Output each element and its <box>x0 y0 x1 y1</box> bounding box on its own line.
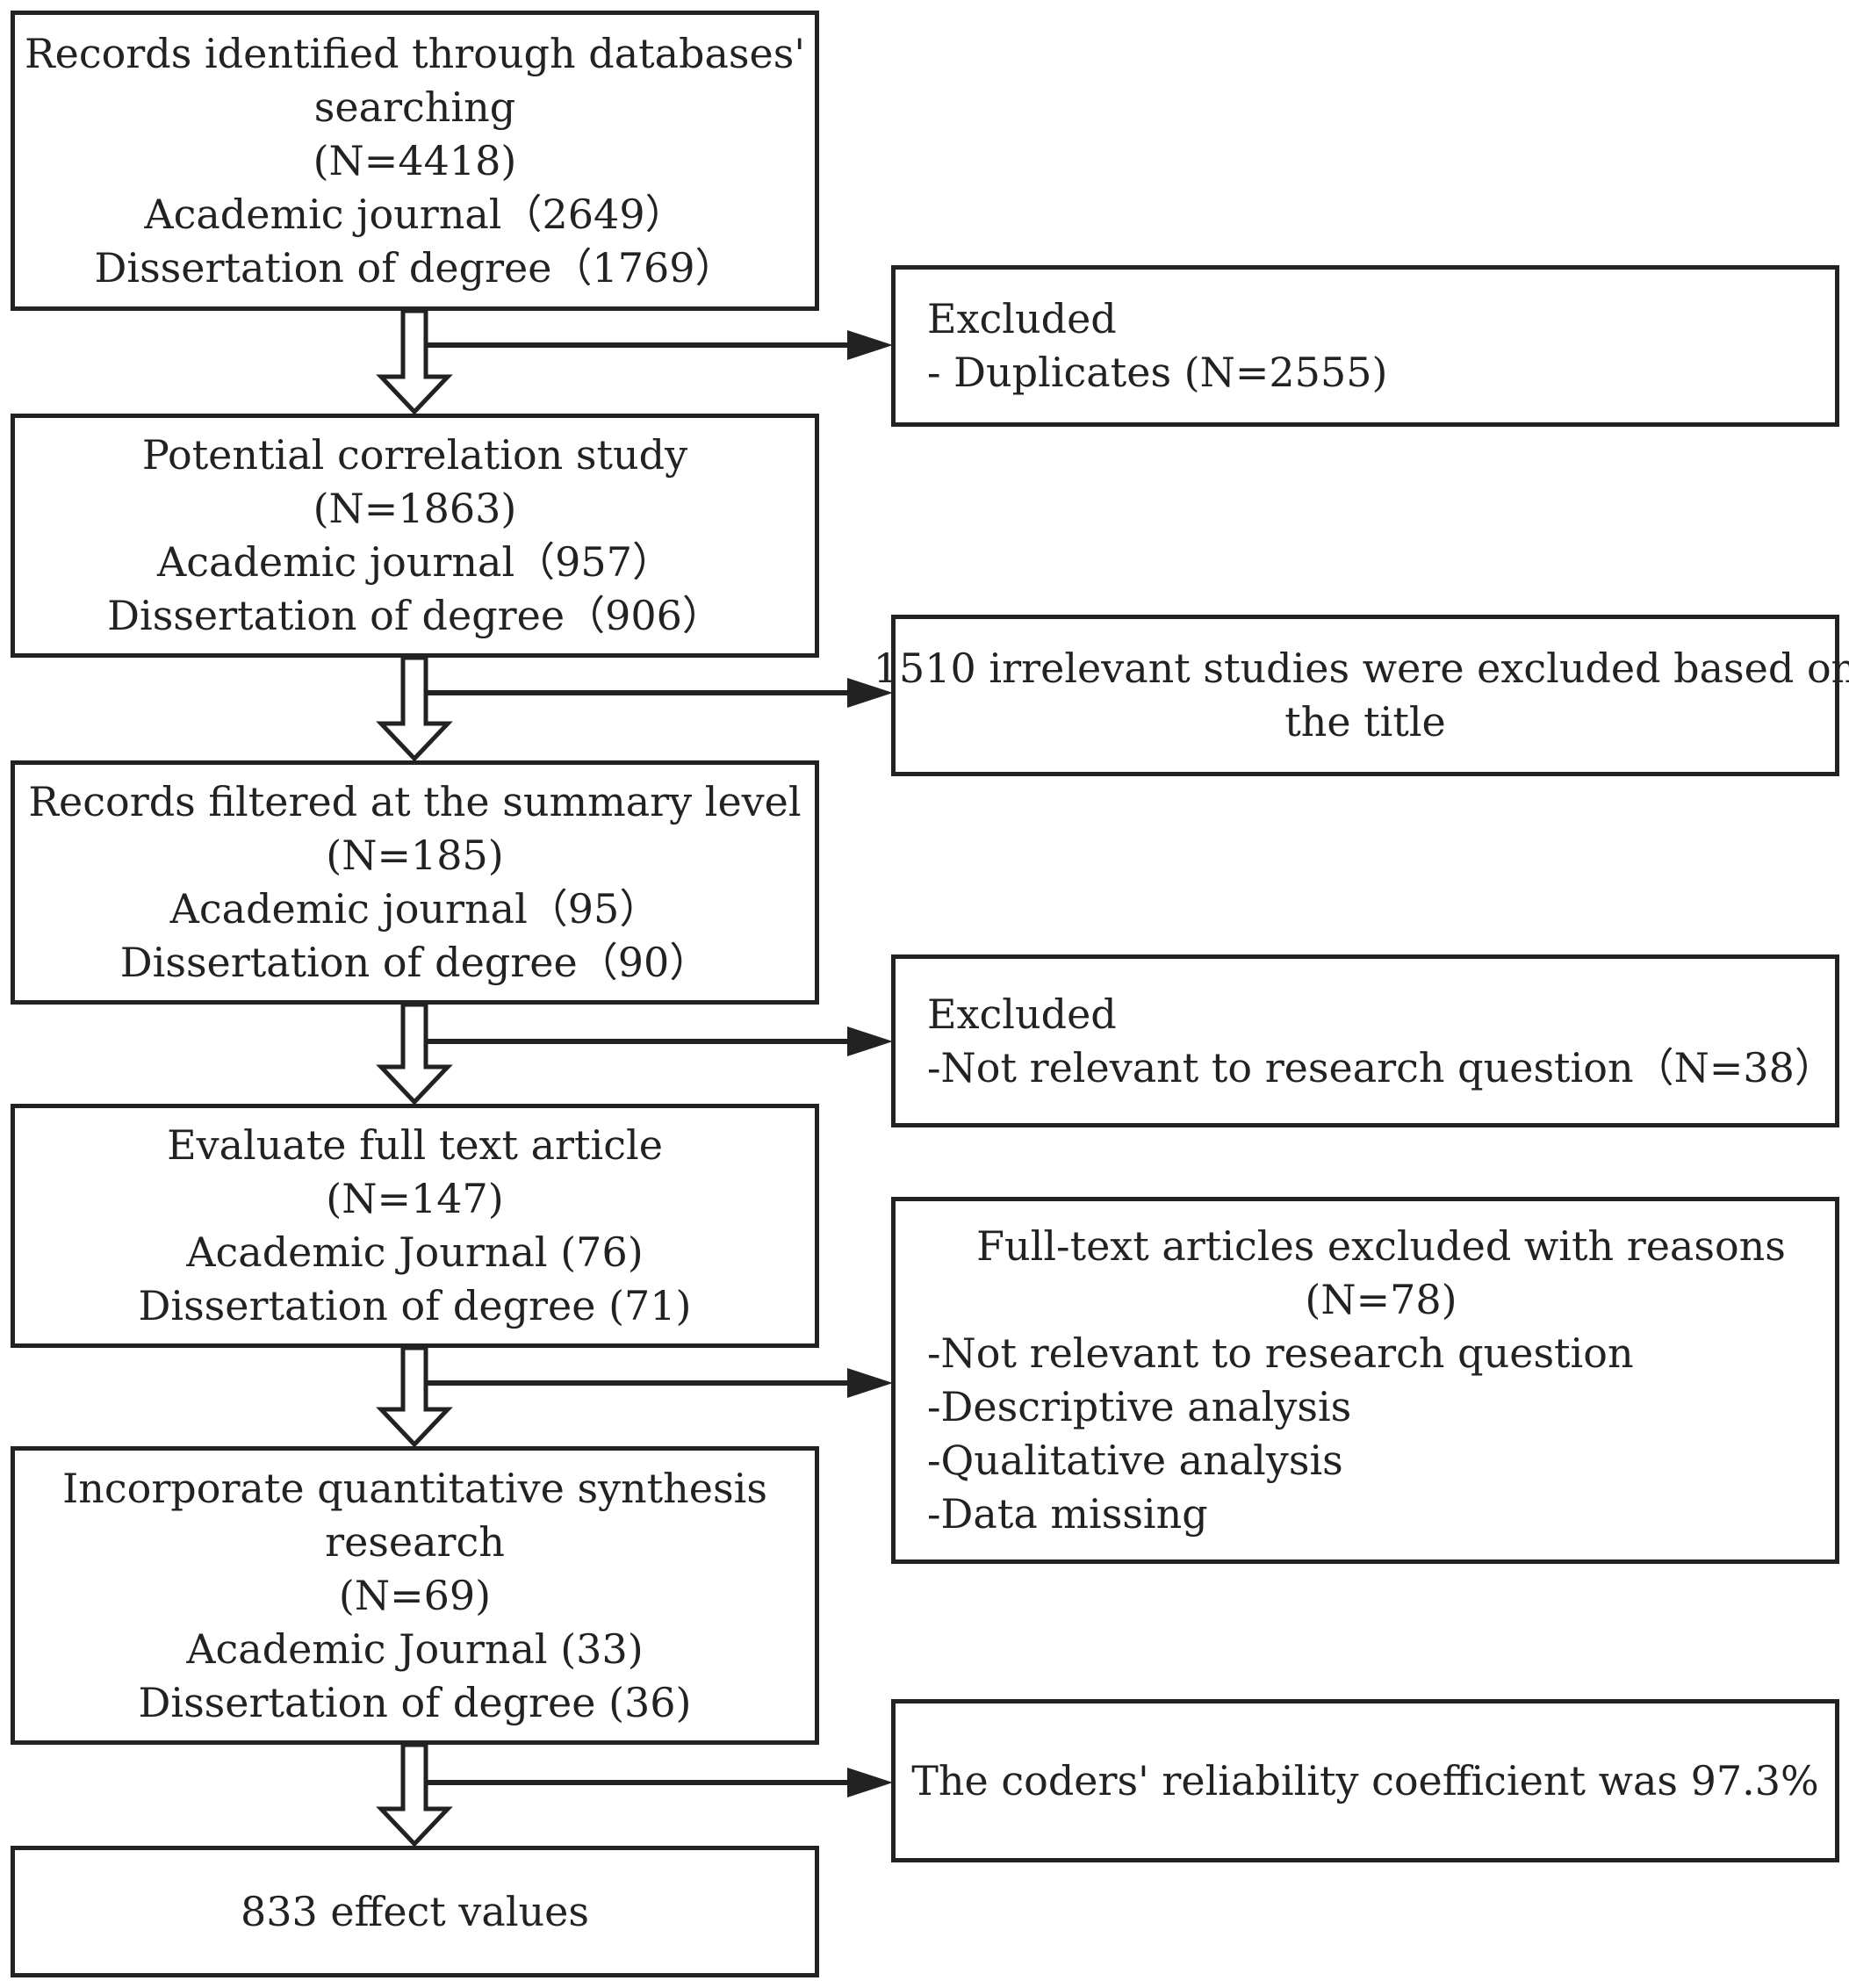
stage-line: Evaluate full text article <box>167 1121 663 1169</box>
stage-line: Dissertation of degree（1769） <box>94 243 736 292</box>
stage-box-effects: 833 effect values <box>11 1846 819 1977</box>
stage-box-fulltext: Evaluate full text article (N=147) Acade… <box>11 1104 819 1348</box>
stage-line: Potential correlation study <box>141 431 688 479</box>
stage-count: (N=4418) <box>313 136 517 184</box>
exclusion-line: -Descriptive analysis <box>927 1383 1352 1430</box>
exclusion-line: Excluded <box>927 990 1117 1038</box>
down-arrow-icon <box>376 1345 453 1448</box>
exclusion-box-reliability: The coders' reliability coefficient was … <box>891 1699 1839 1862</box>
stage-line: Dissertation of degree (71) <box>138 1282 692 1329</box>
stage-line: searching <box>313 83 516 131</box>
down-arrow-icon <box>376 1742 453 1848</box>
exclusion-line: the title <box>1284 698 1446 746</box>
stage-line: Academic Journal (76) <box>186 1228 644 1276</box>
exclusion-line: -Data missing <box>927 1490 1208 1538</box>
exclusion-line: 1510 irrelevant studies were excluded ba… <box>873 645 1849 692</box>
stage-count: (N=185) <box>326 832 504 879</box>
exclusion-box-duplicates: Excluded - Duplicates (N=2555) <box>891 265 1839 427</box>
exclusion-line: -Not relevant to research question（N=38） <box>927 1043 1835 1091</box>
stage-count: (N=69) <box>338 1571 492 1619</box>
stage-count: (N=1863) <box>313 485 517 532</box>
stage-box-synthesis: Incorporate quantitative synthesis resea… <box>11 1446 819 1745</box>
exclusion-line: -Qualitative analysis <box>927 1437 1343 1484</box>
right-arrowhead-icon <box>847 1368 893 1398</box>
stage-line: Dissertation of degree（906） <box>107 592 723 639</box>
stage-line: Academic journal（95） <box>169 885 660 933</box>
stage-line: Dissertation of degree（90） <box>119 939 710 986</box>
stage-line: Academic Journal (33) <box>186 1624 644 1673</box>
stage-box-identified: Records identified through databases' se… <box>11 11 819 311</box>
right-arrowhead-icon <box>847 678 893 708</box>
stage-count: (N=147) <box>326 1175 504 1222</box>
down-arrow-icon <box>376 1002 453 1106</box>
exclusion-line: Full-text articles excluded with reasons <box>976 1222 1786 1270</box>
exclusion-box-not-relevant: Excluded -Not relevant to research quest… <box>891 954 1839 1127</box>
exclusion-box-reasons: Full-text articles excluded with reasons… <box>891 1197 1839 1564</box>
stage-box-summary: Records filtered at the summary level (N… <box>11 760 819 1005</box>
stage-line: Records filtered at the summary level <box>28 778 802 825</box>
right-arrowhead-icon <box>847 330 893 360</box>
stage-line: 833 effect values <box>241 1887 589 1935</box>
stage-line: Academic journal（957） <box>157 538 673 586</box>
stage-line: Incorporate quantitative synthesis <box>62 1464 767 1512</box>
stage-line: Academic journal（2649） <box>144 190 686 238</box>
stage-line: research <box>325 1517 505 1566</box>
stage-box-potential: Potential correlation study (N=1863) Aca… <box>11 414 819 658</box>
down-arrow-icon <box>376 655 453 762</box>
exclusion-line: The coders' reliability coefficient was … <box>911 1756 1819 1804</box>
exclusion-line: Excluded <box>927 295 1117 342</box>
exclusion-count: (N=78) <box>1305 1276 1457 1323</box>
exclusion-line: -Not relevant to research question <box>927 1329 1634 1377</box>
down-arrow-icon <box>376 308 453 415</box>
exclusion-box-title: 1510 irrelevant studies were excluded ba… <box>874 615 1849 776</box>
stage-line: Records identified through databases' <box>24 29 805 77</box>
right-arrowhead-icon <box>847 1026 893 1056</box>
right-arrowhead-icon <box>847 1768 893 1797</box>
exclusion-line: - Duplicates (N=2555) <box>927 349 1388 396</box>
stage-line: Dissertation of degree (36) <box>138 1678 692 1726</box>
